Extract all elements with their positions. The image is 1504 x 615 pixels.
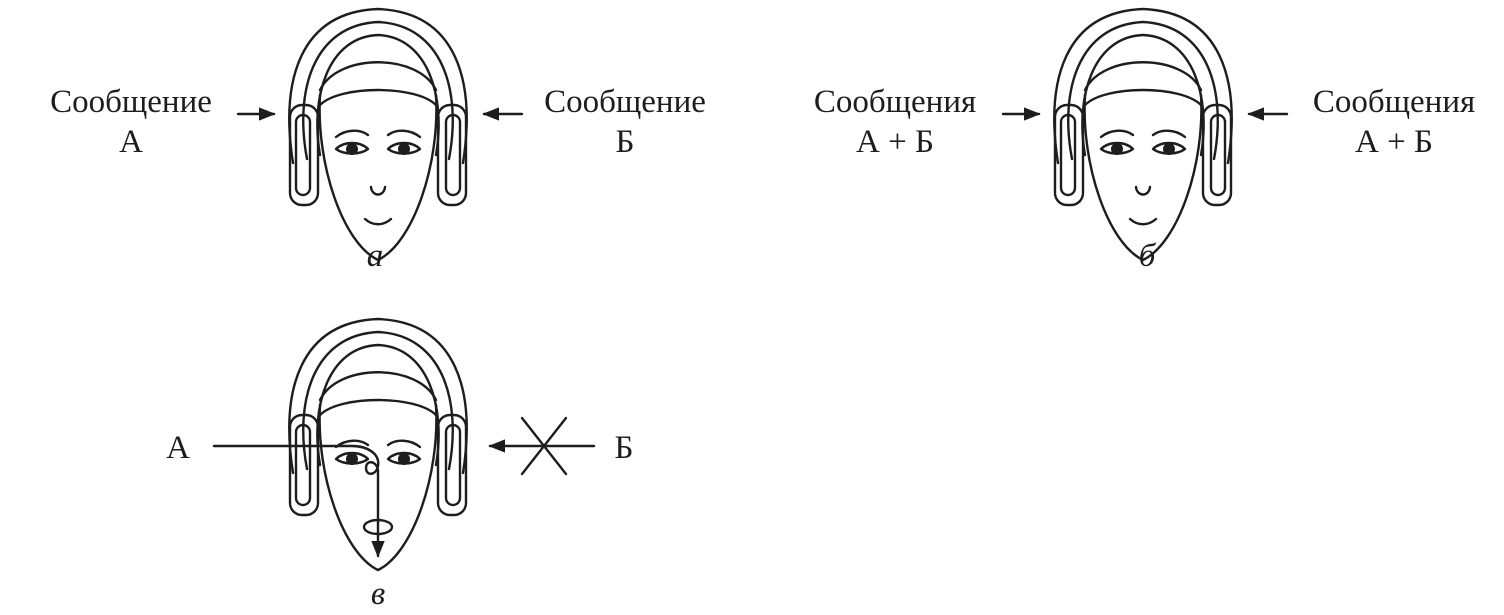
panel-c-caption: в — [371, 576, 385, 612]
panel-b: Сообщения А + Б Сообщения А + Б б — [814, 7, 1475, 274]
crossed-arrow-icon — [520, 416, 568, 476]
panel-b-caption: б — [1139, 238, 1157, 274]
head-with-headphones-icon — [1053, 7, 1233, 262]
panel-a-caption: а — [367, 238, 384, 274]
panel-a: Сообщение А Сообщение Б а — [50, 7, 706, 274]
panel-c-left-label: А — [166, 430, 190, 466]
panel-a-left-label-line2: А — [119, 124, 143, 160]
panel-c-right-label: Б — [615, 430, 634, 466]
panel-b-right-label-line2: А + Б — [1355, 124, 1433, 160]
head-with-headphones-icon — [288, 7, 468, 262]
panel-a-right-label-line2: Б — [616, 124, 635, 160]
panel-b-left-label-line2: А + Б — [856, 124, 934, 160]
panel-c: А Б в — [166, 317, 634, 612]
panel-a-right-label-line1: Сообщение — [544, 84, 706, 120]
panel-a-left-label-line1: Сообщение — [50, 84, 212, 120]
arrow-icon — [212, 444, 385, 558]
panel-b-left-label-line1: Сообщения — [814, 84, 976, 120]
panel-b-right-label-line1: Сообщения — [1313, 84, 1475, 120]
